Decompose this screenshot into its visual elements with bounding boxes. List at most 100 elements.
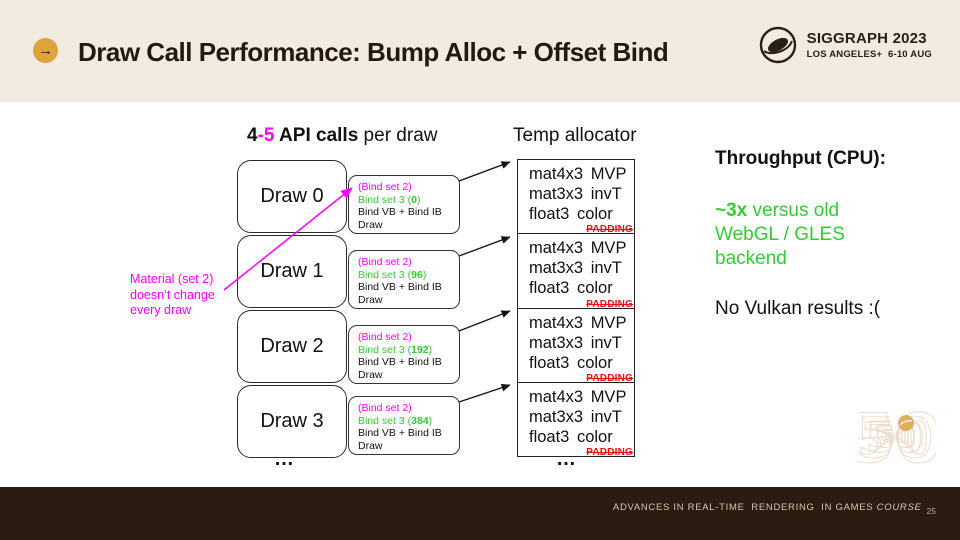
allocator-0-line2: mat3x3 invT: [529, 185, 622, 203]
footer-course-word: COURSE: [876, 502, 922, 513]
bind-box-2-line1: (Bind set 2): [358, 331, 412, 343]
draw-box-2: Draw 2: [237, 310, 347, 383]
throughput-heading: Throughput (CPU):: [715, 148, 886, 169]
siggraph-logo-line2: LOS ANGELES+ 6-10 AUG: [806, 49, 932, 60]
padding-label-0: PADDING: [586, 224, 633, 236]
bind-box-3-offset: 384: [411, 414, 429, 427]
bind-box-1-line3: Bind VB + Bind IB: [358, 281, 442, 293]
allocator-1-line2: mat3x3 invT: [529, 259, 622, 278]
api-calls-bold: API calls: [274, 125, 359, 146]
bind-box-0: (Bind set 2) Bind set 3 (0) Bind VB + Bi…: [348, 175, 460, 234]
footer-course-text: ADVANCES IN REAL-TIME RENDERING IN GAMES: [612, 502, 877, 513]
bind-box-1-line1: (Bind set 2): [358, 256, 412, 268]
bind-box-2-line2-pre: Bind set 3 (: [358, 343, 412, 356]
bind-box-1-line4: Draw: [358, 293, 383, 306]
allocator-1-line3: float3 color: [529, 279, 613, 298]
draw-box-0: Draw 0: [237, 160, 347, 233]
page-number: 25: [926, 506, 936, 516]
api-calls-count: 4: [247, 125, 258, 146]
draw-box-2-label: Draw 2: [260, 335, 324, 357]
bind-box-0-line2: Bind set 3 (0): [358, 194, 456, 207]
draws-ellipsis: …: [274, 448, 296, 470]
padding-label-1: PADDING: [586, 298, 633, 310]
alloc-arrow-2: [458, 310, 511, 332]
vulkan-note: No Vulkan results :(: [715, 298, 881, 319]
draw-box-0-label: Draw 0: [260, 185, 324, 207]
page-title: Draw Call Performance: Bump Alloc + Offs…: [78, 37, 669, 67]
footer-credit: ADVANCES IN REAL-TIME RENDERING IN GAMES…: [612, 502, 936, 516]
arrow-right-icon: →: [33, 38, 58, 63]
bind-box-1: (Bind set 2) Bind set 3 (96) Bind VB + B…: [348, 250, 460, 309]
svg-text:50: 50: [858, 406, 933, 470]
api-calls-heading: 4-5 API calls per draw: [247, 125, 437, 147]
draw-box-3: Draw 3: [237, 385, 347, 458]
slide-footer: ADVANCES IN REAL-TIME RENDERING IN GAMES…: [0, 487, 960, 540]
bind-box-3-line3: Bind VB + Bind IB: [358, 427, 442, 439]
svg-text:50: 50: [858, 400, 936, 478]
bind-box-0-line3: Bind VB + Bind IB: [358, 206, 442, 218]
bind-box-3-line4: Draw: [358, 439, 383, 452]
allocator-ellipsis: …: [556, 448, 578, 470]
allocator-2-line1: mat4x3 MVP: [529, 313, 627, 332]
temp-allocator-heading: Temp allocator: [513, 125, 637, 146]
bind-box-3-line2: Bind set 3 (384): [358, 415, 456, 428]
svg-text:50: 50: [866, 413, 924, 462]
api-calls-normal: per draw: [358, 125, 438, 146]
bind-box-2-offset: 192: [411, 343, 429, 356]
allocator-section-0: mat4x3 MVP mat3x3 invT float3 color PADD…: [518, 160, 634, 235]
allocator-section-3: mat4x3 MVP mat3x3 invT float3 color PADD…: [518, 383, 634, 458]
padding-label-3: PADDING: [586, 447, 633, 458]
bind-box-0-line4: Draw: [358, 218, 383, 231]
api-calls-count-alt: -5: [257, 125, 275, 146]
allocator-3-line2: mat3x3 invT: [529, 407, 622, 426]
allocator-3-line1: mat4x3 MVP: [529, 387, 627, 406]
bind-box-0-line2-post: ): [416, 193, 421, 206]
alloc-arrow-3: [458, 383, 511, 403]
bind-box-2-line2-post: ): [428, 343, 433, 356]
allocator-3-line3: float3 color: [529, 427, 613, 446]
material-annotation-line2: doesn’t change: [130, 287, 215, 302]
bind-box-0-offset: 0: [411, 193, 417, 206]
siggraph-swirl-icon: [759, 26, 796, 64]
draw-box-3-label: Draw 3: [260, 410, 324, 432]
bind-box-2-line4: Draw: [358, 368, 383, 381]
bind-box-2-line3: Bind VB + Bind IB: [358, 356, 442, 368]
bind-box-3-line2-pre: Bind set 3 (: [358, 414, 412, 427]
bind-box-0-line2-pre: Bind set 3 (: [358, 193, 412, 206]
siggraph-logo-line1: SIGGRAPH 2023: [806, 30, 927, 47]
material-annotation-line1: Material (set 2): [130, 272, 214, 286]
allocator-section-1: mat4x3 MVP mat3x3 invT float3 color PADD…: [518, 234, 634, 310]
allocator-0-line3: float3 color: [529, 205, 613, 223]
arrow-glyph: →: [38, 42, 53, 59]
throughput-multiplier: ~3x: [715, 200, 748, 221]
throughput-result: ~3x versus old WebGL / GLES backend: [715, 199, 893, 271]
bind-box-2: (Bind set 2) Bind set 3 (192) Bind VB + …: [348, 325, 460, 384]
siggraph-50-watermark-icon: 50 50 50 50 50: [858, 400, 936, 479]
siggraph-logo-text: SIGGRAPH 2023 LOS ANGELES+ 6-10 AUG: [807, 30, 932, 60]
allocator-section-2: mat4x3 MVP mat3x3 invT float3 color PADD…: [518, 309, 634, 384]
alloc-arrow-0: [458, 161, 511, 182]
padding-label-2: PADDING: [586, 372, 633, 384]
bind-box-1-line2-pre: Bind set 3 (: [358, 268, 412, 281]
svg-text:50: 50: [884, 427, 906, 446]
draw-box-1: Draw 1: [237, 235, 347, 308]
slide-header: → Draw Call Performance: Bump Alloc + Of…: [0, 0, 960, 102]
bind-box-2-line2: Bind set 3 (192): [358, 344, 456, 357]
material-annotation-line3: every draw: [130, 303, 192, 317]
bind-box-3-line2-post: ): [428, 414, 433, 427]
allocator-2-line2: mat3x3 invT: [529, 333, 622, 352]
bind-box-1-line2-post: ): [422, 268, 427, 281]
material-annotation: Material (set 2) doesn’t change every dr…: [130, 272, 215, 319]
allocator-0-line1: mat4x3 MVP: [529, 165, 627, 183]
siggraph-logo: SIGGRAPH 2023 LOS ANGELES+ 6-10 AUG: [758, 25, 932, 65]
bind-box-3: (Bind set 2) Bind set 3 (384) Bind VB + …: [348, 396, 460, 455]
allocator-1-line1: mat4x3 MVP: [529, 239, 627, 258]
allocator-2-line3: float3 color: [529, 353, 613, 372]
draw-box-1-label: Draw 1: [260, 260, 324, 282]
throughput-result-rest: versus old WebGL / GLES backend: [715, 200, 845, 269]
bind-box-3-line1: (Bind set 2): [358, 402, 412, 414]
bind-box-0-line1: (Bind set 2): [358, 181, 412, 193]
alloc-arrow-1: [458, 236, 511, 257]
bind-box-1-line2: Bind set 3 (96): [358, 269, 456, 282]
